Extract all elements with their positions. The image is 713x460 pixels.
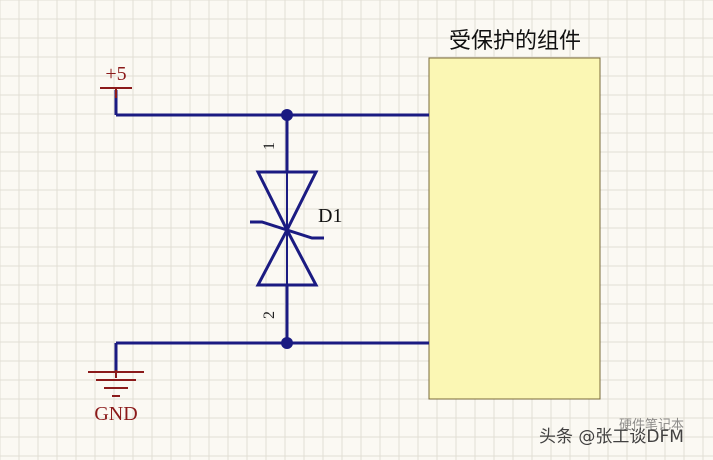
diode-pin-2-number: 2 xyxy=(261,311,278,319)
junction-dot-icon xyxy=(281,109,293,121)
protected-component-label: 受保护的组件 xyxy=(449,29,581,54)
junction-dot-icon xyxy=(281,337,293,349)
watermark-text: 头条 @张工谈DFM xyxy=(539,427,684,447)
protected-component-block[interactable] xyxy=(428,57,601,400)
ground-icon[interactable] xyxy=(88,343,144,397)
power-rail-icon[interactable] xyxy=(100,87,132,115)
diode-reference-label: D1 xyxy=(318,205,342,227)
diode-pin-1-number: 1 xyxy=(261,142,278,150)
ground-label: GND xyxy=(94,403,137,425)
watermark-overlay-text: 硬件笔记本 xyxy=(619,417,684,433)
power-rail-label: +5 xyxy=(105,63,126,85)
tvs-diode-icon[interactable] xyxy=(250,170,324,287)
